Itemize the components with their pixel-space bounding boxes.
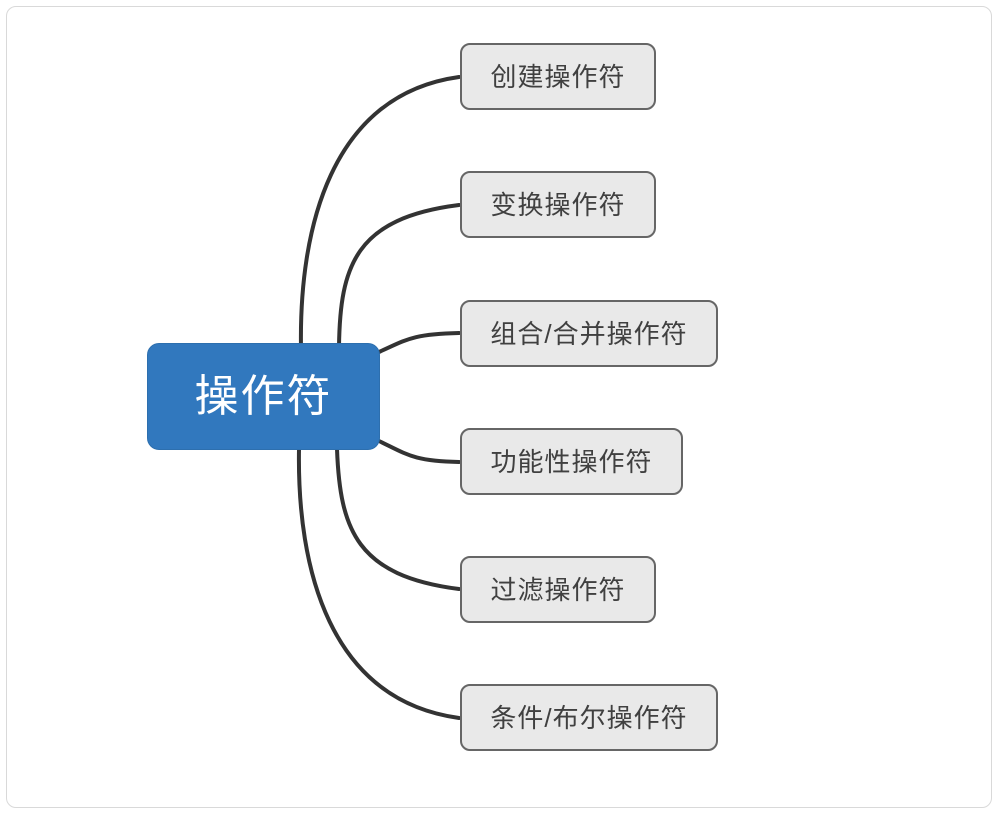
child-node-2-label: 变换操作符: [490, 189, 626, 220]
child-node-5-label: 过滤操作符: [490, 574, 626, 605]
child-node-5[interactable]: 过滤操作符: [460, 556, 656, 623]
connector-edge: [298, 75, 461, 350]
child-node-6[interactable]: 条件/布尔操作符: [460, 684, 718, 751]
child-node-6-label: 条件/布尔操作符: [490, 702, 688, 733]
connector-edge: [296, 447, 461, 720]
child-node-4[interactable]: 功能性操作符: [460, 428, 683, 495]
child-node-1[interactable]: 创建操作符: [460, 43, 656, 110]
child-node-3[interactable]: 组合/合并操作符: [460, 300, 718, 367]
child-node-3-label: 组合/合并操作符: [490, 318, 688, 349]
connector-edge: [335, 447, 461, 591]
child-node-1-label: 创建操作符: [490, 61, 626, 92]
connector-edge: [337, 203, 461, 349]
connector-edge: [377, 439, 461, 464]
child-node-4-label: 功能性操作符: [490, 446, 653, 477]
connector-edge: [377, 331, 461, 354]
root-node-label: 操作符: [194, 371, 333, 421]
root-node[interactable]: 操作符: [147, 343, 380, 450]
child-node-2[interactable]: 变换操作符: [460, 171, 656, 238]
